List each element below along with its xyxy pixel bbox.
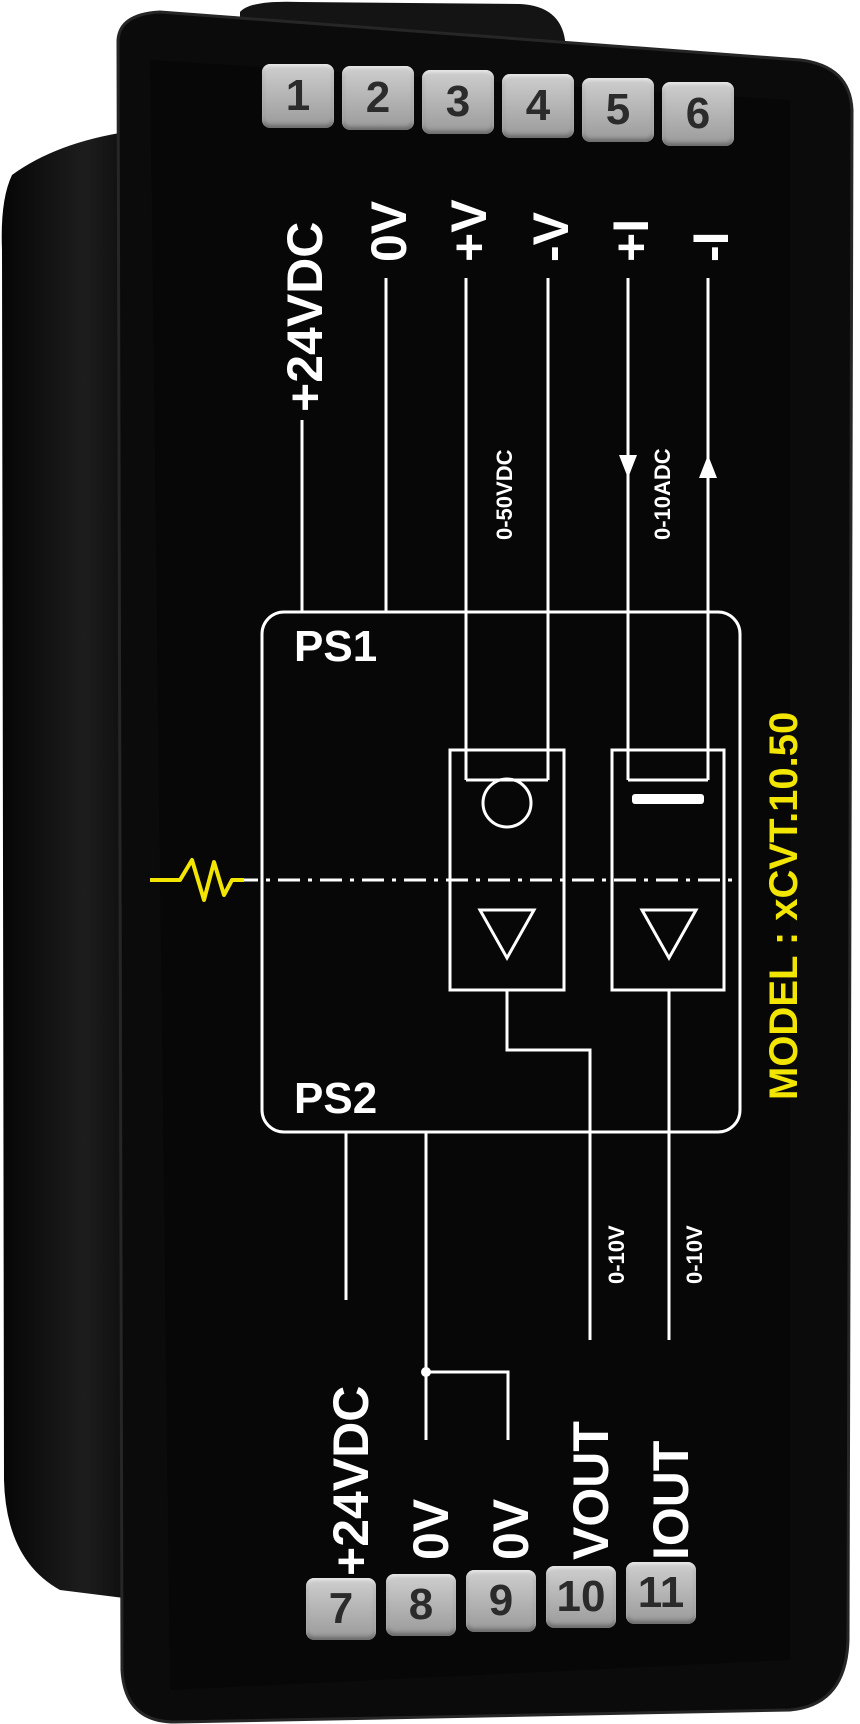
terminal-9-number: 9 (488, 1576, 514, 1625)
range-voltage-in: 0-50VDC (492, 449, 517, 540)
range-iout: 0-10V (682, 1225, 707, 1284)
wire-vout (505, 990, 592, 1340)
terminal-11-number: 11 (637, 1568, 685, 1617)
block-ps2-label: PS2 (294, 1074, 378, 1123)
terminal-8: 8 (386, 1574, 456, 1636)
terminal-2: 2 (342, 66, 414, 130)
terminal-4-number: 4 (525, 81, 551, 130)
bridge-junction (421, 1367, 431, 1377)
arrow-out (699, 455, 717, 478)
terminal-7: 7 (306, 1578, 376, 1640)
label-24vdc-top: +24VDC (277, 221, 333, 412)
label-vout: VOUT (563, 1421, 619, 1560)
label-plusv: +V (441, 199, 497, 262)
main-block (260, 610, 742, 1134)
terminal-1: 1 (262, 64, 334, 128)
label-minusv: -V (523, 212, 579, 262)
current-sensor-bar (632, 794, 704, 804)
isolation-symbol (150, 858, 244, 902)
terminal-8-number: 8 (408, 1580, 434, 1629)
terminal-3-number: 3 (445, 77, 471, 126)
terminal-9: 9 (466, 1570, 536, 1632)
label-0v-bottom-8: 0V (403, 1498, 459, 1560)
terminal-5: 5 (582, 78, 654, 142)
housing-left-side (1, 130, 141, 1600)
block-ps1-label: PS1 (294, 622, 378, 671)
label-plusi: +I (603, 218, 659, 262)
terminal-6-number: 6 (685, 89, 711, 138)
terminal-4: 4 (502, 74, 574, 138)
label-0v-bottom-9: 0V (483, 1498, 539, 1560)
terminal-11: 11 (626, 1562, 696, 1624)
terminal-5-number: 5 (605, 85, 631, 134)
current-amp (639, 908, 699, 962)
terminal-2-number: 2 (365, 73, 391, 122)
terminal-3: 3 (422, 70, 494, 134)
voltage-sensor-circle (481, 777, 533, 829)
voltage-amp (477, 908, 537, 962)
label-minusi: -I (683, 231, 739, 262)
arrow-in (619, 455, 637, 478)
terminal-1-number: 1 (285, 71, 311, 120)
label-iout: IOUT (643, 1440, 699, 1560)
schematic (260, 278, 742, 1440)
range-current-in: 0-10ADC (650, 448, 675, 540)
label-0v-top: 0V (361, 200, 417, 262)
wire-0v-bridge (426, 1370, 510, 1440)
terminal-10: 10 (546, 1566, 616, 1628)
terminal-10-number: 10 (556, 1572, 606, 1621)
range-vout: 0-10V (604, 1225, 629, 1284)
model-label: MODEL : xCVT.10.50 (762, 711, 806, 1100)
terminal-7-number: 7 (328, 1584, 354, 1633)
label-24vdc-bottom: +24VDC (323, 1385, 379, 1576)
terminal-6: 6 (662, 82, 734, 146)
